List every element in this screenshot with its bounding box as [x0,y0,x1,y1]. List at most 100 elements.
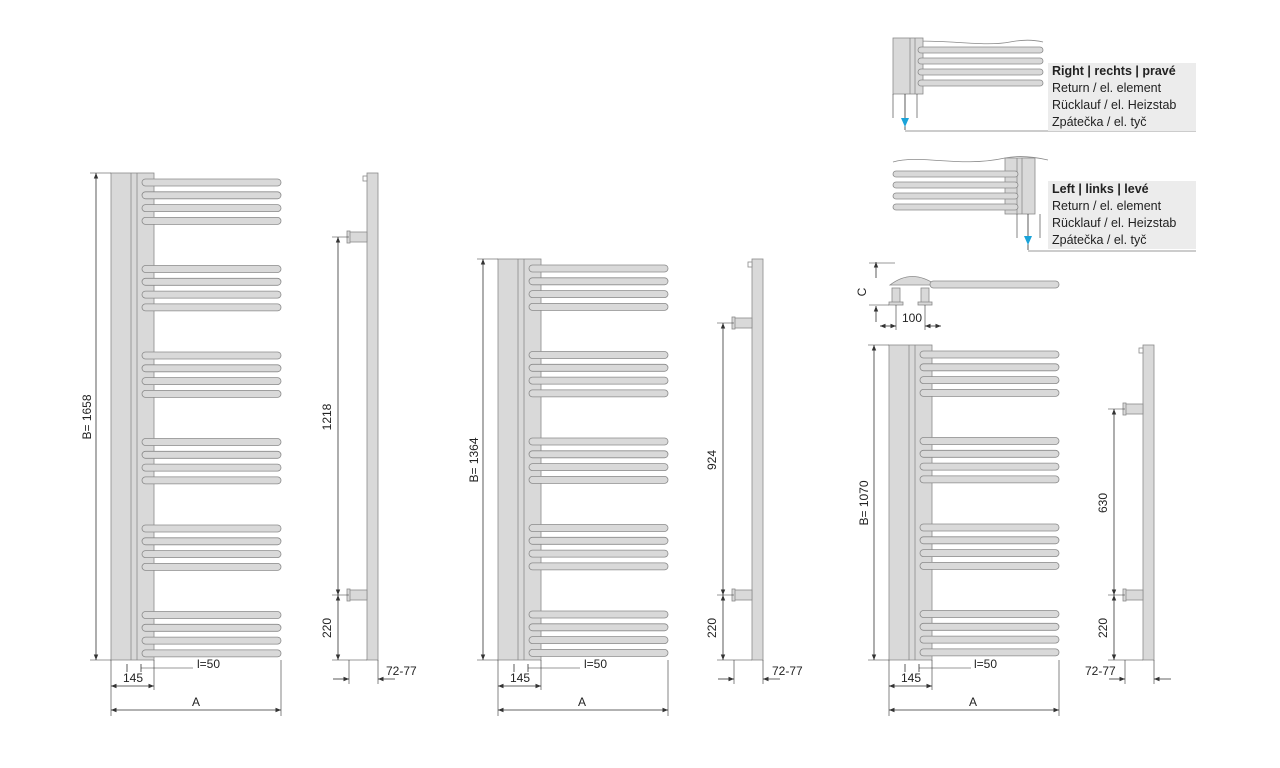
width-145-label-2: 145 [510,671,530,685]
radiator-1 [90,172,395,716]
legend-left-line-3: Zpátečka / el. tyč [1048,232,1196,249]
legend-left-connection: Left | links | levé Return / el. element… [1048,181,1196,249]
radiator-tube [141,364,282,373]
radiator-tube [141,290,282,299]
radiator-tube [528,649,669,657]
radiator-tube [919,536,1060,545]
height-label-3: B= 1070 [857,480,871,525]
radiators-layer [90,172,1171,716]
radiator-tube [919,648,1060,657]
radiator-tube [919,523,1060,532]
connection-flange [917,301,933,306]
connection-stub [733,317,753,329]
radiator-tube [141,377,282,386]
air-vent [1138,347,1144,354]
radiator-tube [141,303,282,312]
radiator-tube [528,610,669,619]
radiator-tube [919,437,1060,445]
width-145-label-3: 145 [901,671,921,685]
radiator-tube [141,611,282,619]
radiator-tube [141,450,282,459]
radiator-tube [141,649,282,658]
radiator-tube [141,537,282,546]
legend-left-title: Left | links | levé [1048,181,1196,198]
radiator-tube [528,562,669,571]
radiator-tube [919,350,1060,359]
connection-label-2: 924 [705,450,719,470]
radiator-tube [919,610,1060,618]
radiator-tube [892,192,1019,200]
bottom-label-1: 220 [320,618,334,638]
radiator-tube [141,563,282,571]
legend-right-line-2: Rücklauf / el. Heizstab [1048,97,1196,114]
radiator-tube [919,562,1060,570]
radiator-3 [868,344,1171,716]
pipe-label-1: l=50 [197,657,220,671]
radiator-tube [528,389,669,398]
return-arrow-icon [901,118,909,127]
air-vent [747,261,753,268]
connection-stub [733,589,753,601]
radiator-tube [528,264,669,273]
height-label-2: B= 1364 [467,437,481,482]
pipe-label-3: l=50 [974,657,997,671]
legend-right-connection: Right | rechts | pravé Return / el. elem… [1048,63,1196,131]
width-a-label-2: A [578,695,586,709]
width-145-label-1: 145 [123,671,143,685]
radiator-tube [141,204,282,213]
pipe-label-2: l=50 [584,657,607,671]
radiator-tube [141,524,282,533]
break-line [892,39,1044,45]
radiator-tube [919,635,1060,644]
side-view-bar [366,172,379,661]
legend-left-line-1: Return / el. element [1048,198,1196,215]
bottom-label-2: 220 [705,618,719,638]
legend-right-title: Right | rechts | pravé [1048,63,1196,80]
connection-label-1: 1218 [320,403,334,430]
air-vent [362,175,368,182]
side-view-bar [1142,344,1155,661]
radiator-tube [141,550,282,558]
radiator-tube [892,181,1019,189]
radiator-collector [110,172,155,661]
radiator-tube [528,536,669,545]
radiator-tube [919,449,1060,458]
radiator-tube [528,524,669,532]
collector-body [892,37,924,95]
radiator-tube [528,290,669,299]
return-arrow-icon [1024,236,1032,245]
radiator-tube [528,363,669,372]
height-label-1: B= 1658 [80,394,94,439]
radiator-tube [141,191,282,200]
radiator-tube [528,351,669,359]
radiator-tube [528,549,669,558]
radiator-tube [141,438,282,446]
bottom-label-3: 220 [1096,618,1110,638]
top-cap [888,276,938,286]
connection-details-layer [869,37,1196,330]
radiator-tube [917,57,1044,65]
radiator-tube [528,475,669,484]
radiator-tube [141,476,282,485]
depth-label-2: 72-77 [772,664,803,678]
radiator-tube [917,46,1044,54]
legend-left-line-2: Rücklauf / el. Heizstab [1048,215,1196,232]
radiator-tube [919,622,1060,631]
radiator-tube [919,475,1060,484]
radiator-2 [477,258,780,716]
right-connection-detail [892,37,1196,132]
radiator-tube [919,376,1060,385]
radiator-tube [892,170,1019,178]
depth-label-1: 72-77 [386,664,417,678]
radiator-tube [141,463,282,472]
connection-stub [348,589,368,601]
radiator-collector [497,258,542,661]
connection-stub [348,231,368,243]
radiator-tube [528,450,669,459]
connection-stub [1124,589,1144,601]
radiator-tube [141,178,282,187]
break-line [892,156,1049,163]
spacing-label: 100 [902,311,922,325]
radiator-tube [528,623,669,632]
radiator-tube [141,389,282,398]
